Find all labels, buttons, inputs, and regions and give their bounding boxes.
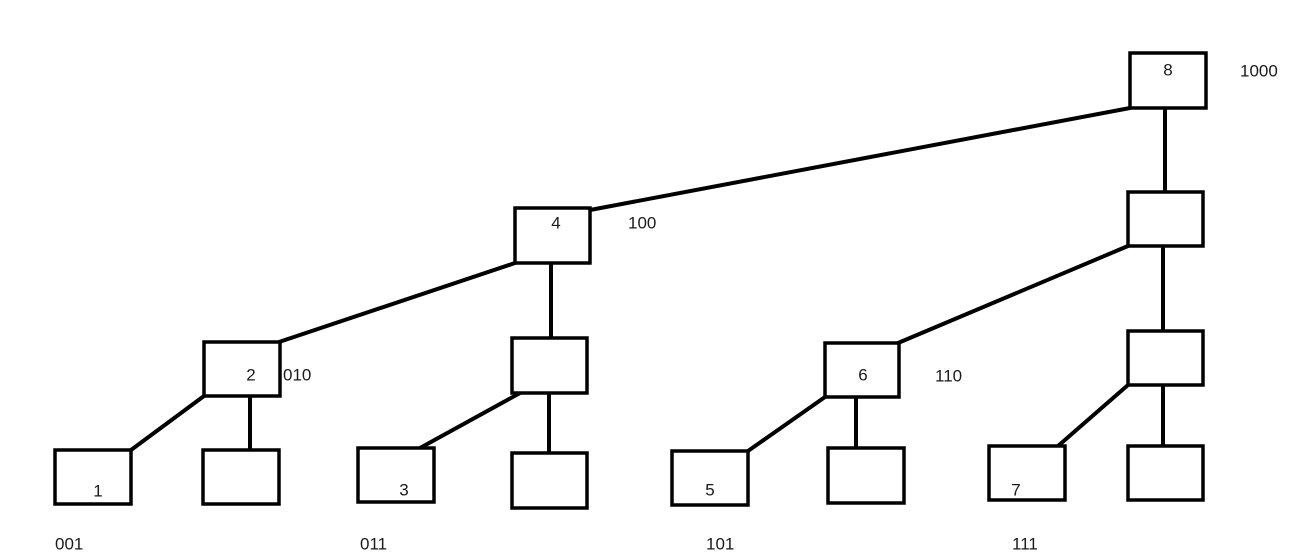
tree-node-nC	[201, 448, 281, 506]
tree-node-nR	[1126, 190, 1205, 248]
node-box	[201, 448, 281, 506]
binary-label-n6: 110	[935, 366, 962, 385]
edge-nA-n3	[418, 391, 522, 450]
edge-layer	[129, 106, 1167, 455]
node-label: 7	[1011, 480, 1020, 499]
tree-node-n8: 8	[1128, 51, 1208, 110]
edge-n4-n2	[277, 261, 517, 344]
edge-nR-n6	[896, 244, 1130, 345]
node-box	[1126, 329, 1205, 387]
tree-node-nA	[510, 336, 589, 395]
node-box	[670, 449, 750, 507]
tree-node-nD	[510, 451, 589, 510]
tree-node-n3: 3	[356, 446, 436, 504]
tree-node-nF	[1126, 444, 1205, 502]
binary-label-n4: 100	[628, 213, 656, 232]
binary-label-n3: 011	[360, 534, 387, 553]
tree-node-n5: 5	[670, 449, 750, 507]
node-label: 1	[93, 481, 102, 500]
tree-node-nB	[1126, 329, 1205, 387]
node-box	[510, 336, 589, 395]
binary-label-n5: 101	[706, 534, 734, 553]
node-box	[202, 340, 282, 398]
tree-node-n1: 1	[53, 448, 133, 506]
node-box	[1128, 51, 1208, 110]
binary-label-n7: 111	[1012, 534, 1038, 553]
node-label: 6	[858, 365, 867, 384]
edge-nB-n7	[1056, 383, 1130, 448]
tree-node-n4: 4	[513, 206, 592, 265]
tree-node-n2: 2	[202, 340, 282, 398]
node-label: 8	[1163, 60, 1172, 79]
binary-label-n8: 1000	[1240, 61, 1278, 80]
node-box	[1126, 190, 1205, 248]
node-box	[1126, 444, 1205, 502]
node-label: 5	[705, 480, 714, 499]
node-box	[823, 341, 901, 399]
binary-label-layer: 1000 100 010 110 001 011 101 111	[55, 61, 1278, 553]
binary-label-n1: 001	[55, 534, 83, 553]
node-box	[513, 206, 592, 265]
edge-n6-n5	[746, 395, 827, 453]
edge-n8-n4	[588, 106, 1132, 212]
binary-label-n2: 010	[283, 365, 311, 384]
node-box	[510, 451, 589, 510]
node-box	[826, 446, 906, 505]
node-layer: 8 4 2 6 1 3 5 7	[53, 51, 1208, 510]
tree-node-n6: 6	[823, 341, 901, 399]
tree-node-n7: 7	[987, 444, 1067, 502]
node-box	[987, 444, 1067, 502]
edge-n2-n1	[129, 394, 206, 452]
tree-node-nE	[826, 446, 906, 505]
node-box	[53, 448, 133, 506]
node-box	[356, 446, 436, 504]
node-label: 4	[551, 213, 560, 232]
node-label: 3	[399, 480, 408, 499]
node-label: 2	[246, 365, 255, 384]
